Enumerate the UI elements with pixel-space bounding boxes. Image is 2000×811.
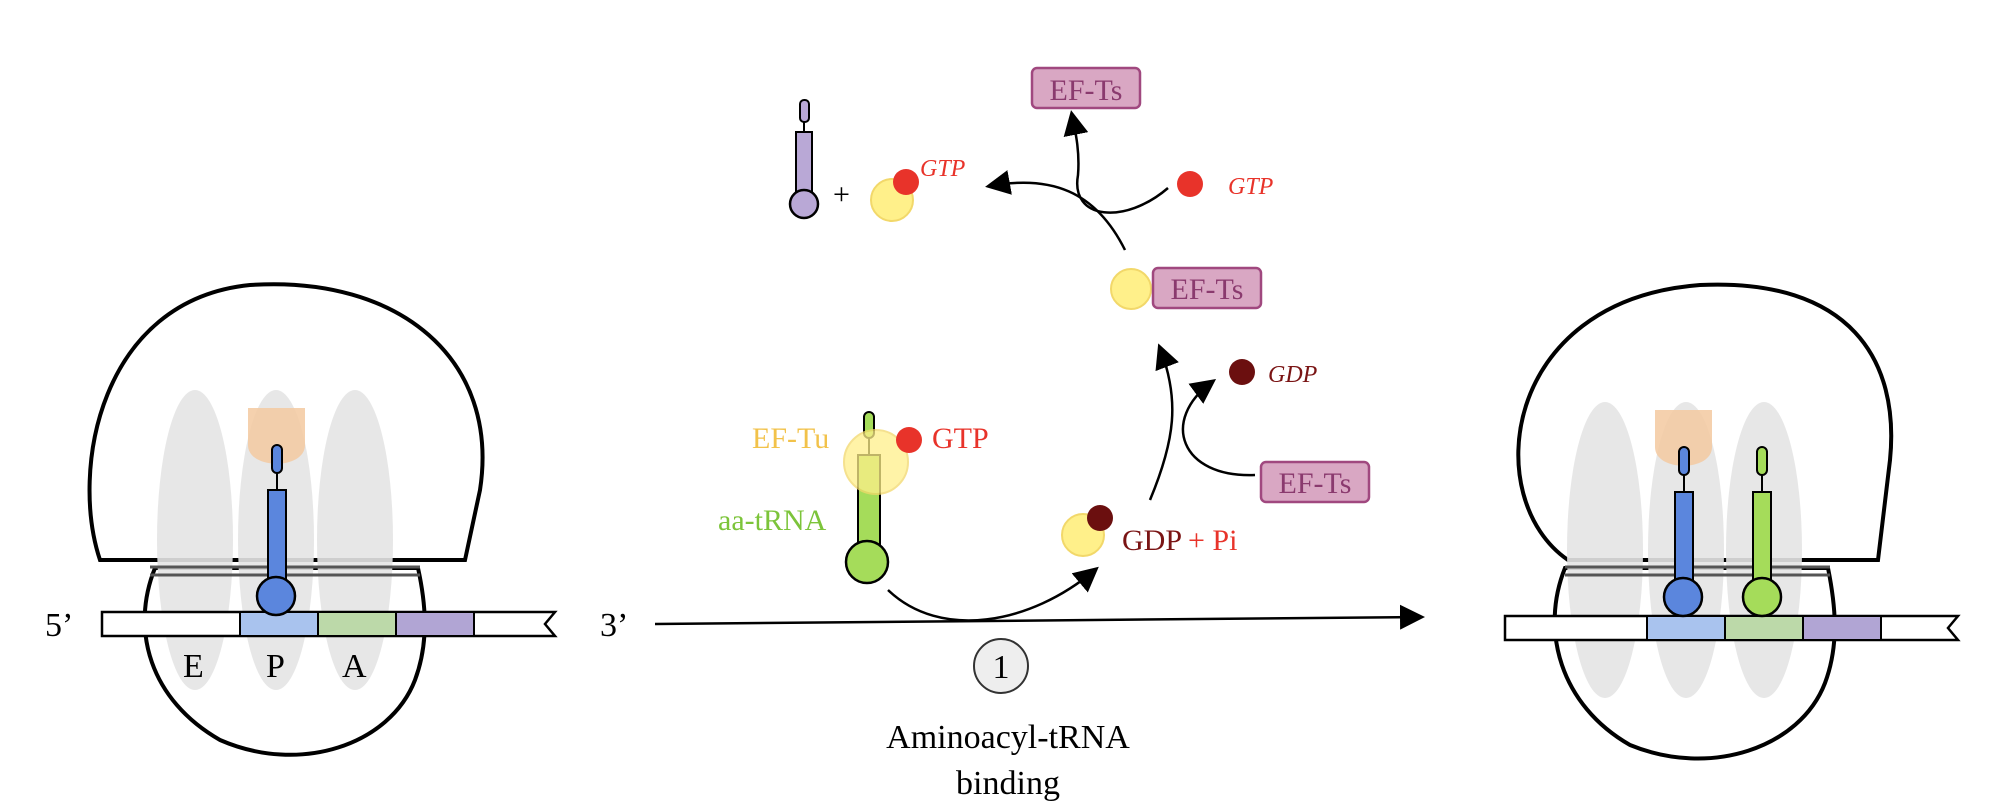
step-title-line1: Aminoacyl-tRNA	[886, 719, 1130, 756]
ef-ts-entry-arrow	[1181, 379, 1256, 477]
ef-ts-top-label: EF-Ts	[1050, 74, 1123, 107]
aa-trna-anticodon	[844, 539, 890, 585]
main-reaction-arrow	[654, 604, 1425, 630]
left-p-trna-stem	[267, 489, 287, 591]
ef-tu-label: EF-Tu	[752, 422, 829, 455]
gtp-label: GTP	[932, 422, 989, 455]
left-peptide	[248, 408, 305, 464]
ef-ts-release-arrow	[1063, 110, 1169, 214]
right-codon-next	[1802, 615, 1882, 641]
hydrolysis-arrow	[887, 566, 1099, 622]
ef-ts-mid-box	[1151, 266, 1263, 310]
right-ribosome	[1503, 282, 1961, 761]
gdp-label: GDP+ Pi	[1122, 524, 1237, 557]
step-title-line2: binding	[956, 765, 1060, 802]
gtp-free-dot	[893, 169, 919, 195]
gtp-incoming-dot	[1177, 171, 1203, 197]
ef-ts-right-box	[1259, 460, 1371, 504]
gdp-released-dot	[1229, 359, 1255, 385]
left-ribosome: 5’ 3’ E P A	[45, 282, 628, 757]
ef-tu-cycle: EF-Tu GTP aa-tRNA GDP+ Pi GDP EF-Ts EF-T…	[718, 66, 1371, 622]
three-prime-label: 3’	[600, 607, 628, 644]
site-label-e: E	[183, 648, 204, 685]
exchange-arrow	[1148, 343, 1179, 501]
left-p-trna-acceptor	[271, 444, 283, 474]
ef-tu-ts-protein	[1110, 268, 1152, 310]
free-trna-anticodon	[788, 188, 820, 220]
right-peptide	[1655, 410, 1712, 466]
gtp-free-label: GTP	[920, 156, 966, 182]
right-a-trna-acceptor	[1756, 446, 1768, 476]
right-p-trna-acceptor	[1678, 446, 1690, 476]
left-codon-a	[317, 611, 397, 637]
right-e-site	[1567, 402, 1643, 698]
free-trna-acceptor	[799, 99, 810, 123]
left-a-site	[317, 390, 393, 690]
right-p-trna-anticodon	[1662, 576, 1704, 618]
step-badge	[973, 638, 1029, 694]
aa-trna-label: aa-tRNA	[718, 504, 827, 537]
ef-ts-mid-label: EF-Ts	[1171, 273, 1244, 306]
ef-ts-right-label: EF-Ts	[1279, 467, 1352, 500]
left-p-trna-anticodon	[255, 575, 297, 617]
gtp-incoming-label: GTP	[1228, 174, 1274, 200]
five-prime-label: 5’	[45, 607, 73, 644]
left-e-site	[157, 390, 233, 690]
plus-sign: +	[833, 178, 850, 211]
gdp-released-label: GDP	[1268, 362, 1318, 388]
site-label-a: A	[342, 648, 367, 685]
gdp-bound-dot	[1087, 505, 1113, 531]
right-codon-a	[1724, 615, 1804, 641]
right-a-trna-anticodon	[1741, 576, 1783, 618]
regeneration-arrow	[985, 170, 1127, 251]
ef-tu-protein	[843, 429, 909, 495]
step-number: 1	[993, 649, 1010, 686]
free-trna-stem	[795, 131, 813, 193]
left-codon-next	[395, 611, 475, 637]
gtp-bound-dot	[896, 427, 922, 453]
right-codon-p	[1646, 615, 1726, 641]
site-label-p: P	[266, 648, 285, 685]
ef-ts-top-box	[1030, 66, 1142, 110]
